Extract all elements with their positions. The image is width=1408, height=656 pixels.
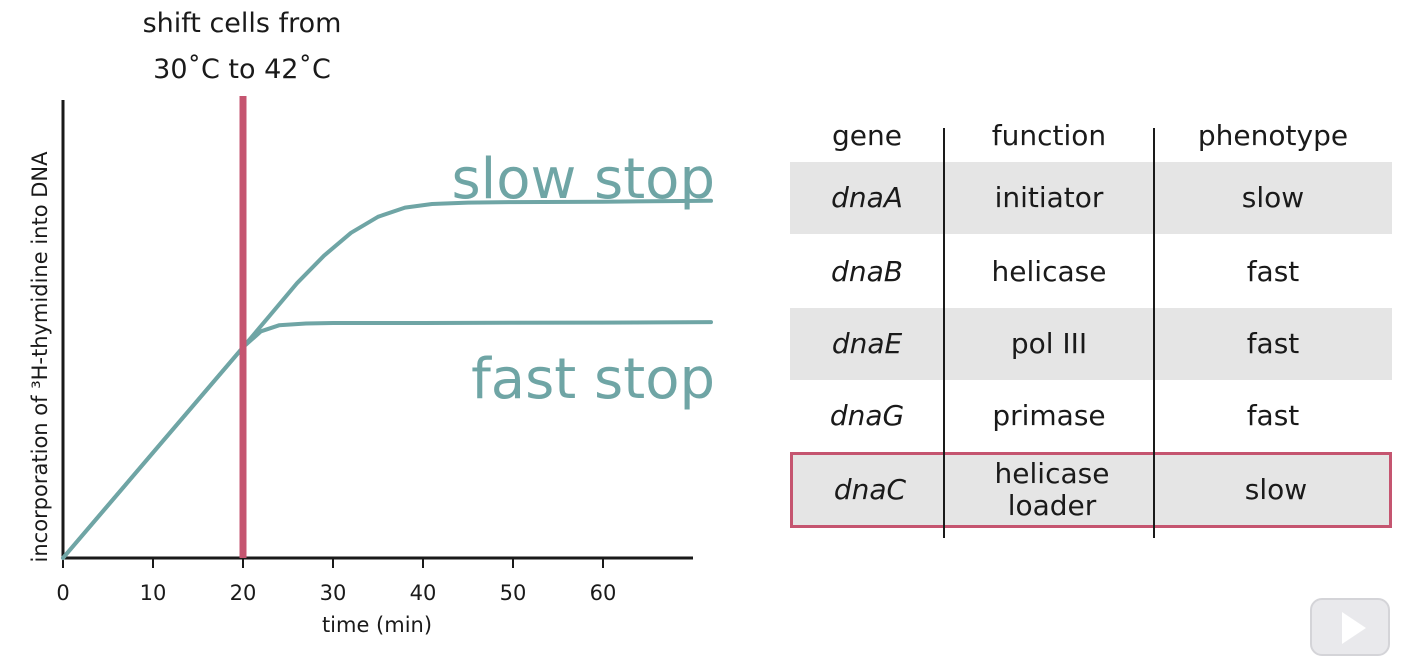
- cell-phenotype: fast: [1246, 255, 1300, 288]
- x-tick-label: 50: [500, 581, 527, 605]
- shift-label-line2: 30˚C to 42˚C: [153, 54, 331, 85]
- series-line-fast-stop: [61, 320, 713, 560]
- column-divider: [1153, 128, 1155, 538]
- cell-phenotype: slow: [1241, 181, 1305, 214]
- header-phenotype: phenotype: [1197, 118, 1349, 152]
- series-label-fast-stop: fast stop: [471, 347, 715, 412]
- table-row-dnaE: dnaE pol III fast: [790, 308, 1392, 380]
- x-tick-label: 60: [590, 581, 617, 605]
- table-row-dnaA: dnaA initiator slow: [790, 162, 1392, 234]
- header-function: function: [991, 118, 1107, 152]
- cell-function: primase: [992, 399, 1106, 432]
- table-row-dnaC: dnaC helicase loader slow: [790, 452, 1392, 528]
- cell-gene: dnaA: [831, 181, 903, 214]
- x-tick-label: 40: [410, 581, 437, 605]
- cell-function: helicase: [991, 255, 1107, 288]
- cell-function: pol III: [1010, 327, 1088, 360]
- x-tick-label: 30: [320, 581, 347, 605]
- shift-label-line1: shift cells from: [143, 8, 342, 39]
- x-tick-label: 0: [56, 581, 69, 605]
- x-axis-label: time (min): [322, 613, 432, 637]
- x-tick-label: 10: [140, 581, 167, 605]
- series-label-slow-stop: slow stop: [451, 147, 715, 212]
- gene-table: gene function phenotype dnaA initiator s…: [790, 110, 1392, 540]
- series-line-slow-stop: [61, 198, 713, 560]
- cell-function: helicase loader: [994, 457, 1110, 522]
- play-button[interactable]: [1310, 598, 1390, 656]
- cell-phenotype: fast: [1246, 327, 1300, 360]
- cell-phenotype: slow: [1244, 473, 1308, 506]
- column-divider: [943, 128, 945, 538]
- x-tick-label: 20: [230, 581, 257, 605]
- cell-phenotype: fast: [1246, 399, 1300, 432]
- table-row-dnaB: dnaB helicase fast: [790, 236, 1392, 308]
- cell-gene: dnaG: [829, 399, 905, 432]
- play-icon: [1342, 612, 1366, 644]
- cell-function: initiator: [994, 181, 1104, 214]
- cell-gene: dnaC: [833, 473, 907, 506]
- header-gene: gene: [832, 118, 902, 152]
- y-axis-label: incorporation of ³H-thymidine into DNA: [28, 151, 52, 563]
- chart: 0 10 20 30 40 50 60 time (min) incorporation of …: [28, 8, 715, 637]
- cell-gene: dnaE: [831, 327, 903, 360]
- cell-gene: dnaB: [831, 255, 903, 288]
- table-row-dnaG: dnaG primase fast: [790, 380, 1392, 452]
